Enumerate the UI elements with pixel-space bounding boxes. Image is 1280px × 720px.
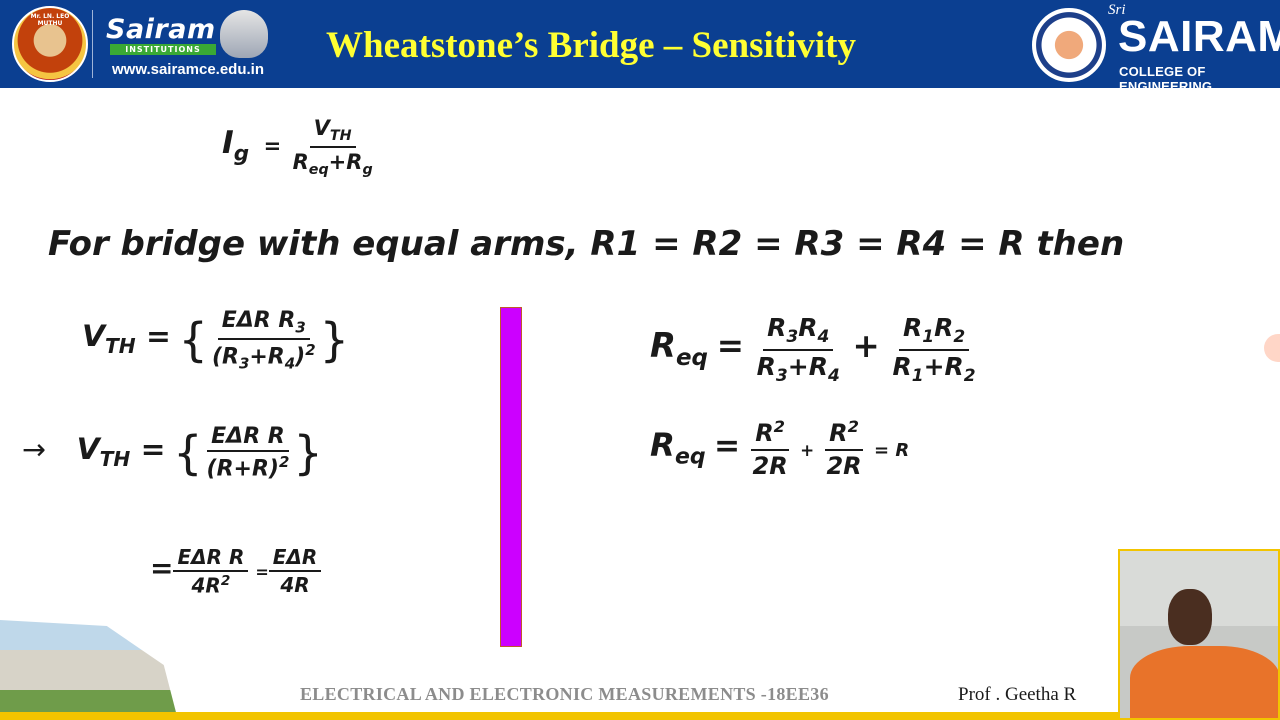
founder-logo — [12, 6, 88, 82]
brand-name: Sairam — [106, 14, 216, 45]
pointer-indicator — [1264, 334, 1280, 362]
website-link[interactable]: www.sairamce.edu.in — [112, 61, 264, 78]
presenter-body — [1130, 646, 1278, 718]
divider-bar — [500, 307, 522, 647]
arrow-icon: → — [22, 431, 46, 466]
presenter-name: Prof . Geetha R — [958, 684, 1077, 705]
equal-arms-statement: For bridge with equal arms, R1 = R2 = R3… — [48, 224, 1125, 264]
course-title: ELECTRICAL AND ELECTRONIC MEASUREMENTS -… — [300, 684, 829, 704]
footer-accent-line — [0, 712, 1280, 720]
thevenin-voltage-equal-arms: → VTH = {EΔR R(R+R)2} — [22, 424, 323, 482]
guru-portrait — [220, 10, 268, 58]
college-seal-logo — [1032, 8, 1106, 82]
header-divider — [92, 10, 93, 78]
brand-band: INSTITUTIONS — [110, 44, 216, 55]
slide-title: Wheatstone’s Bridge – Sensitivity — [326, 25, 856, 66]
college-subtitle: COLLEGE OF ENGINEERING — [1119, 64, 1213, 94]
presenter-video[interactable] — [1118, 549, 1280, 720]
college-prefix: Sri — [1108, 2, 1126, 18]
founder-logo-text: Mr. LN. LEO MUTHU — [30, 13, 70, 27]
presenter-head — [1168, 589, 1212, 645]
thevenin-voltage-formula: VTH = {EΔR R3(R3+R4)2} — [82, 308, 349, 373]
college-name: SAIRAM — [1118, 12, 1280, 61]
campus-photo — [0, 620, 178, 720]
